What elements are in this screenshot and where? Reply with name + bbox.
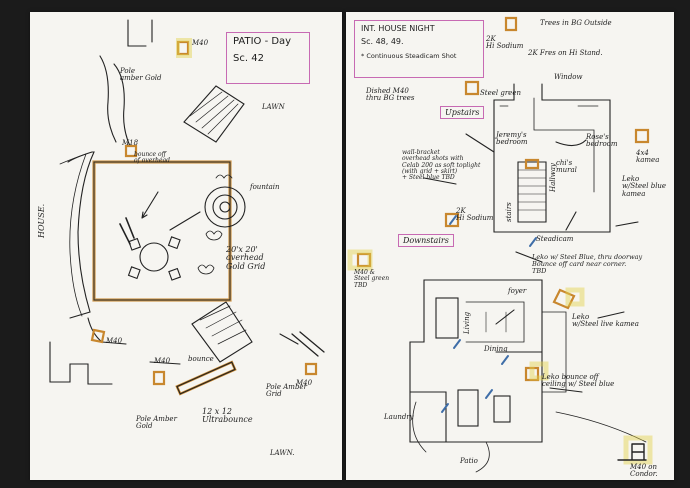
int-house-continuous-note: * Continuous Steadicam Shot [361, 52, 457, 60]
label-window: Window [554, 73, 583, 81]
int-house-night-sheet: INT. HOUSE NIGHT Sc. 48, 49. * Continuou… [346, 12, 674, 480]
label-leko-ceiling: Leko bounce off ceiling w/ Steel blue [542, 373, 615, 389]
label-pole-amber-grid: Pole Amber Grid [266, 383, 307, 399]
int-house-title-box: INT. HOUSE NIGHT Sc. 48, 49. * Continuou… [354, 20, 484, 78]
label-hi-sodium-small: 2K Hi Sodium [456, 207, 494, 223]
label-fixture-stand: 2K Fres on Hi Stand. [528, 49, 603, 57]
tag-upstairs: Upstairs [440, 106, 485, 119]
label-bounce-low: bounce [188, 355, 214, 363]
label-lawn-top: LAWN [262, 103, 285, 111]
label-roses-bedroom: Rose's bedroom [586, 133, 618, 149]
label-fountain: fountain [250, 183, 280, 191]
label-m40-top: M40 [192, 39, 209, 47]
patio-floorplan-sketch [49, 19, 325, 396]
label-foyer: foyer [508, 287, 527, 295]
house-floorplan-sketch [347, 16, 653, 473]
label-laundry: Laundry [384, 413, 414, 421]
label-leko-steel-doorway: Leko w/ Steel Blue, thru doorway Bounce … [532, 253, 643, 275]
label-jeremys-bedroom: Jeremy's bedroom [496, 131, 528, 147]
label-m40-steel-green: M40 & Steel green TBD [354, 269, 390, 289]
label-pole-amber-gold: Pole Amber Gold [136, 415, 177, 431]
patio-scene-number: Sc. 42 [233, 53, 264, 64]
label-steel-green: Steel green [480, 89, 521, 97]
label-bounce-overhead: bounce off of overhead [134, 151, 170, 165]
label-dished-m40: Dished M40 thru BG trees [366, 87, 415, 103]
label-hallway: Hallway [549, 163, 557, 192]
patio-title-box: PATIO - Day Sc. 42 [226, 32, 310, 84]
label-wall-bracket: wall-bracket overhead shots with Celab 2… [402, 149, 481, 182]
label-leko-steel: Leko w/Steel blue kamea [622, 175, 667, 198]
label-m40-condor: M40 on Condor. [630, 463, 658, 479]
label-m40-low: M40 [154, 357, 171, 365]
label-dining: Dining [484, 345, 508, 353]
patio-title: PATIO - Day [233, 36, 292, 47]
label-living: Living [463, 311, 471, 334]
int-house-title: INT. HOUSE NIGHT [361, 24, 435, 33]
label-four-by-four: 4x4 kamea [636, 149, 660, 165]
label-m40-right: M40 [296, 379, 313, 387]
label-gold-grid: 20'x 20' overhead Gold Grid [226, 245, 266, 271]
tag-downstairs: Downstairs [398, 234, 454, 247]
label-patio: Patio [460, 457, 478, 465]
label-ultrabounce: 12 x 12 Ultrabounce [202, 407, 253, 425]
label-chis-mural: chi's mural [556, 159, 577, 175]
label-m18: M18 [122, 139, 139, 147]
label-steadicam: Steadicam [536, 235, 574, 243]
label-leko-live: Leko w/Steel live kamea [572, 313, 639, 329]
label-lawn-bottom: LAWN. [270, 449, 295, 457]
int-house-scenes: Sc. 48, 49. [361, 37, 404, 46]
label-hi-sodium: 2K Hi Sodium [486, 35, 524, 51]
patio-day-sheet: PATIO - Day Sc. 42 M40 Pole amber Gold L… [30, 12, 342, 480]
label-m40-mid: M40 [106, 337, 123, 345]
label-trees: Trees in BG Outside [540, 19, 612, 27]
label-stairs: stairs [505, 202, 513, 222]
label-house: HOUSE. [37, 203, 46, 238]
label-pole-amber: Pole amber Gold [120, 67, 162, 83]
